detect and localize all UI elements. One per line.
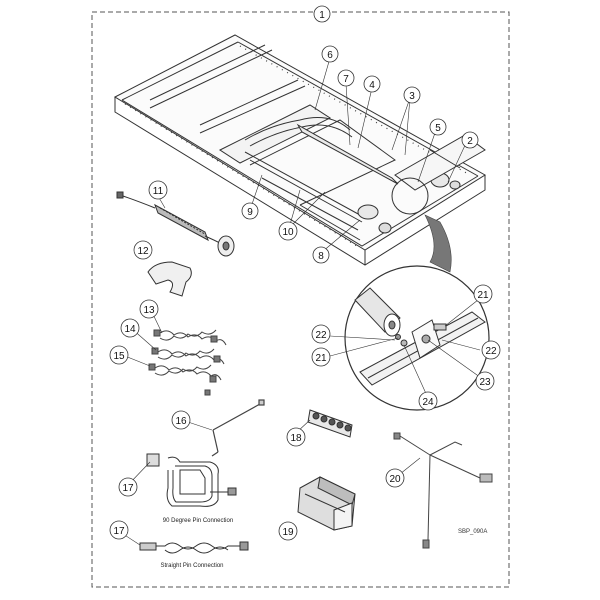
svg-text:11: 11	[153, 186, 164, 197]
svg-text:18: 18	[290, 433, 302, 444]
svg-text:17: 17	[122, 483, 134, 494]
part-11-cable-assembly	[116, 191, 235, 257]
svg-text:21: 21	[315, 353, 327, 364]
part-19-control-box	[297, 476, 356, 531]
callout-8: 8	[312, 246, 330, 264]
callout-13: 13	[139, 299, 159, 319]
svg-text:22: 22	[315, 330, 327, 341]
callout-18: 18	[286, 427, 306, 447]
svg-text:10: 10	[282, 227, 294, 238]
svg-text:20: 20	[389, 474, 401, 485]
callout-2: 2	[461, 131, 479, 149]
caption-90-degree-pin: 90 Degree Pin Connection	[163, 518, 233, 524]
part-16-rod	[211, 399, 265, 457]
callout-1: 1	[313, 5, 331, 23]
svg-text:7: 7	[343, 74, 349, 85]
svg-text:2: 2	[467, 136, 473, 147]
callout-16: 16	[171, 410, 191, 430]
detail-connector	[424, 214, 452, 273]
callout-9: 9	[241, 202, 259, 220]
svg-text:13: 13	[143, 305, 155, 316]
callout-23: 23	[475, 371, 495, 391]
callout-10: 10	[278, 221, 298, 241]
drawing-code: SBP_090A	[458, 529, 487, 535]
callout-6: 6	[321, 45, 339, 63]
svg-text:3: 3	[409, 91, 415, 102]
assembly-border	[91, 11, 510, 588]
callout-4: 4	[363, 75, 381, 93]
callout-22-left: 22	[311, 324, 331, 344]
svg-text:9: 9	[247, 207, 253, 218]
callout-5: 5	[429, 118, 447, 136]
callout-15: 15	[109, 345, 129, 365]
svg-text:1: 1	[319, 10, 325, 21]
svg-text:19: 19	[282, 527, 294, 538]
part-17-power-cord-straight	[139, 541, 249, 554]
enlarged-detail	[344, 265, 490, 411]
svg-text:22: 22	[485, 346, 497, 357]
svg-text:23: 23	[479, 377, 491, 388]
svg-text:21: 21	[477, 290, 489, 301]
svg-text:5: 5	[435, 123, 441, 134]
callout-7: 7	[337, 69, 355, 87]
callout-11: 11	[148, 180, 168, 200]
svg-text:6: 6	[327, 50, 333, 61]
svg-text:12: 12	[137, 246, 149, 257]
callout-20: 20	[385, 468, 405, 488]
callout-24: 24	[418, 391, 438, 411]
detail-marker-circle	[391, 177, 429, 215]
svg-text:15: 15	[113, 351, 125, 362]
callout-21-top: 21	[473, 284, 493, 304]
part-18-connector-block	[307, 409, 353, 438]
part-20-cable-harness	[393, 432, 493, 549]
svg-text:24: 24	[422, 397, 434, 408]
part-13-14-15-coiled-cables	[148, 329, 227, 396]
part-17-power-cord-90-degree	[146, 453, 237, 507]
svg-text:8: 8	[318, 251, 324, 262]
callout-19: 19	[278, 521, 298, 541]
callout-17-top: 17	[118, 477, 138, 497]
bed-frame	[113, 34, 486, 266]
callout-22-right: 22	[481, 340, 501, 360]
caption-straight-pin: Straight Pin Connection	[160, 563, 223, 569]
callout-14: 14	[120, 318, 140, 338]
svg-text:16: 16	[175, 416, 187, 427]
callout-17-bottom: 17	[109, 520, 129, 540]
svg-text:4: 4	[369, 80, 375, 91]
part-12-clip	[147, 261, 192, 297]
svg-text:17: 17	[113, 526, 125, 537]
callout-3: 3	[403, 86, 421, 104]
callout-12: 12	[133, 240, 153, 260]
callout-21-bottom: 21	[311, 347, 331, 367]
svg-text:14: 14	[124, 324, 136, 335]
